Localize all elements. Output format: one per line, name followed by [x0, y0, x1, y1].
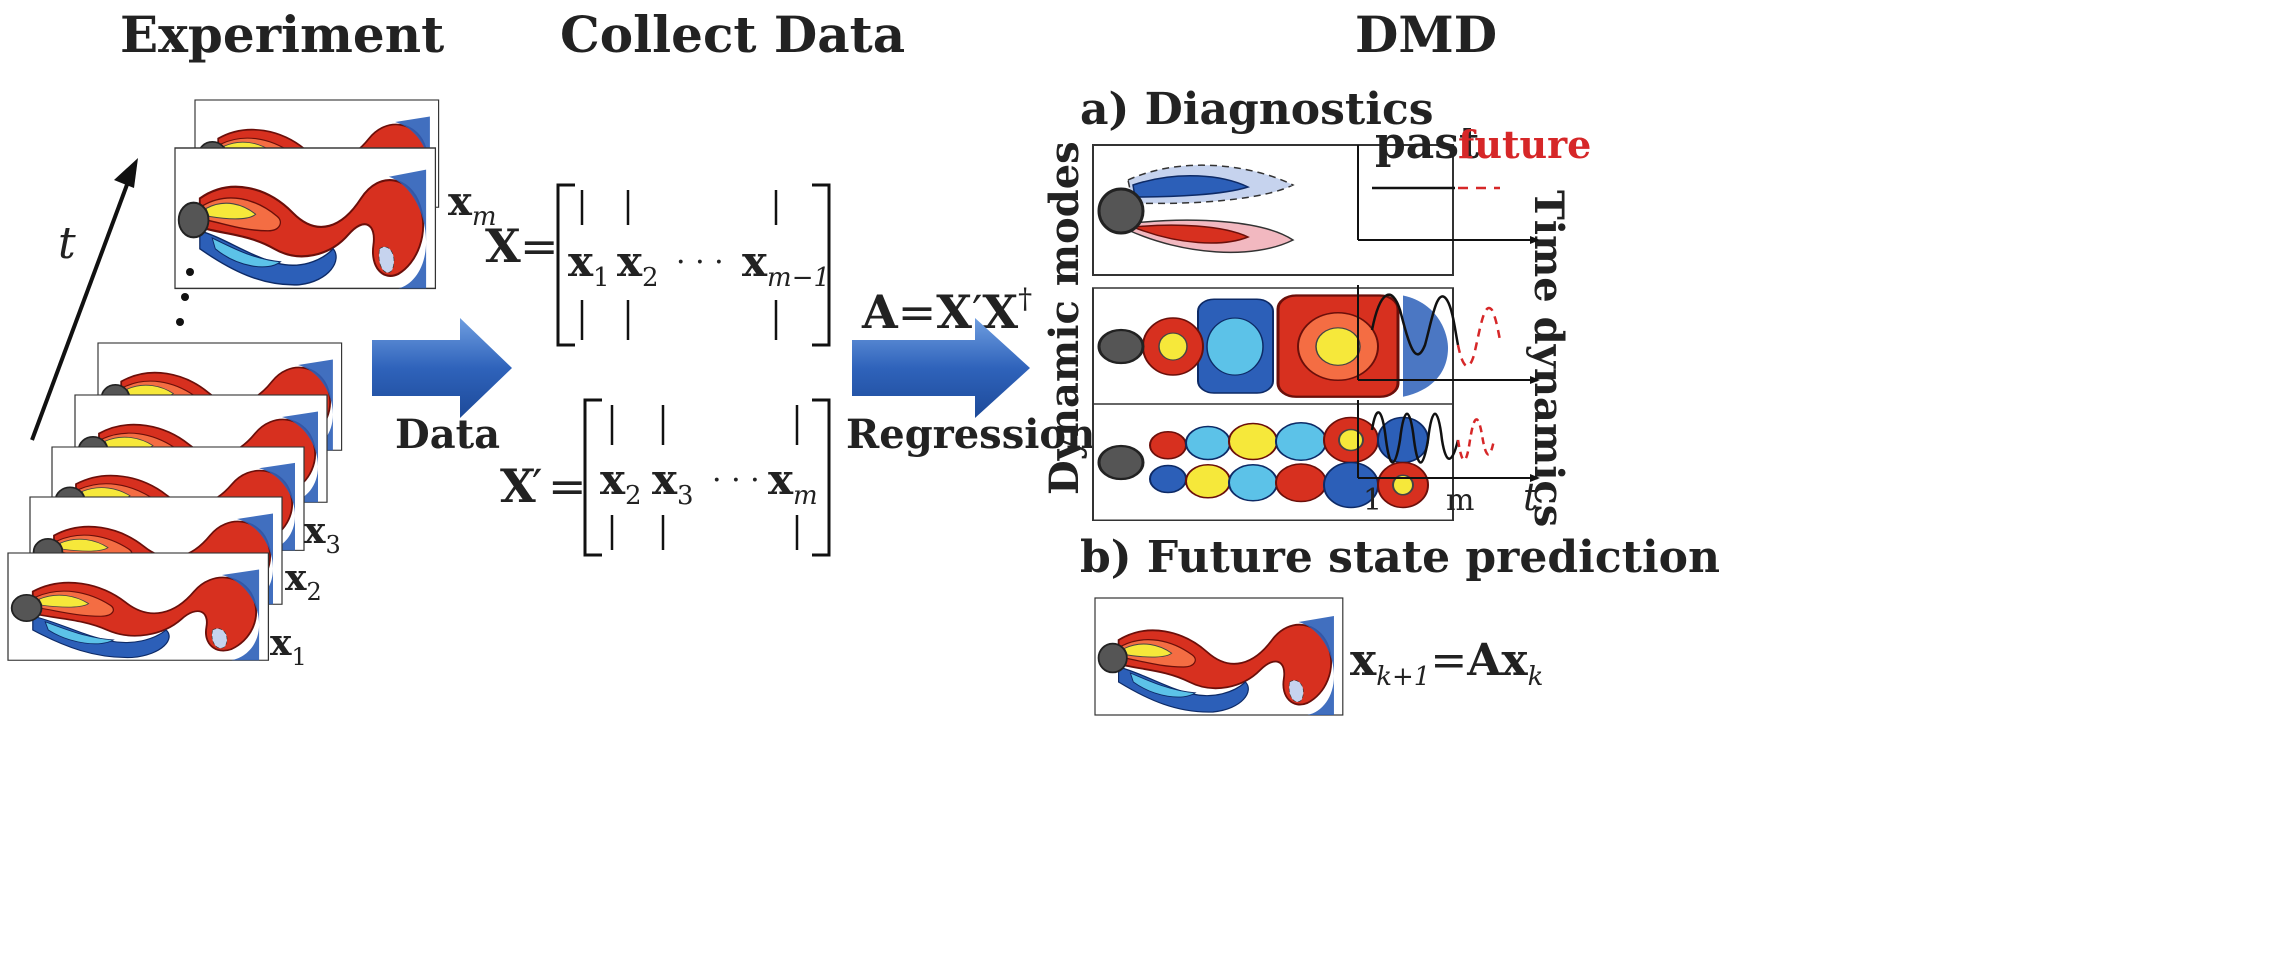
header-dmd: DMD: [1355, 5, 1497, 64]
svg-text:′: ′: [532, 459, 542, 513]
svg-text:x1: x1: [568, 237, 610, 293]
dynamic-modes-label: Dynamic modes: [1041, 141, 1088, 495]
matrix-x: X = x1 x2 · · · xm−1: [485, 183, 831, 347]
time-symbol: t: [58, 218, 76, 269]
svg-text:xm: xm: [768, 455, 818, 511]
snapshot-xm: [173, 146, 437, 290]
time-dynamics-plot-2: [1357, 285, 1540, 384]
vertical-ellipsis: [176, 268, 194, 326]
matrix-x-prime: X ′ = x2 x3 · · · xm: [500, 398, 831, 557]
diagnostics-title: a) Diagnostics: [1080, 84, 1434, 135]
svg-text:=: =: [548, 459, 587, 513]
svg-text:· · ·: · · ·: [712, 463, 760, 498]
time-dynamics-label: Time dynamics: [1525, 190, 1572, 527]
legend-future: future: [1458, 122, 1591, 167]
svg-text:· · ·: · · ·: [676, 245, 724, 280]
axis-tick-1: 1: [1363, 483, 1382, 518]
time-dynamics-plot-1: [1357, 145, 1540, 244]
data-label: Data: [395, 411, 500, 458]
snapshot-x1: [7, 552, 270, 662]
header-collect-data: Collect Data: [560, 5, 905, 64]
svg-text:x2: x2: [600, 455, 642, 511]
time-dynamics-plot-3: [1357, 400, 1540, 482]
svg-text:xm−1: xm−1: [742, 237, 830, 293]
axis-t: t: [1523, 475, 1539, 519]
snapshot-label-x3: x3: [304, 510, 341, 559]
svg-text:X: X: [500, 459, 536, 513]
snapshot-label-x1: x1: [270, 622, 307, 671]
dynamic-mode-3: [1091, 402, 1455, 522]
svg-text:x3: x3: [652, 455, 694, 511]
svg-text:=: =: [520, 219, 559, 273]
regression-formula: A=X′X†: [861, 282, 1032, 339]
axis-tick-m: m: [1446, 483, 1474, 518]
header-experiment: Experiment: [120, 5, 444, 64]
svg-text:X: X: [485, 219, 521, 273]
prediction-title: b) Future state prediction: [1080, 532, 1720, 583]
snapshot-label-xm: xm: [448, 178, 497, 232]
predicted-snapshot: [1094, 597, 1344, 716]
regression-arrow: [852, 318, 1030, 418]
regression-label: Regression: [846, 411, 1095, 458]
legend-past: past: [1375, 118, 1480, 169]
svg-text:x2: x2: [617, 237, 659, 293]
data-arrow: [372, 318, 512, 418]
snapshot-label-x2: x2: [285, 557, 322, 606]
time-arrow: [30, 158, 138, 441]
prediction-formula: xk+1=Axk: [1350, 635, 1543, 692]
